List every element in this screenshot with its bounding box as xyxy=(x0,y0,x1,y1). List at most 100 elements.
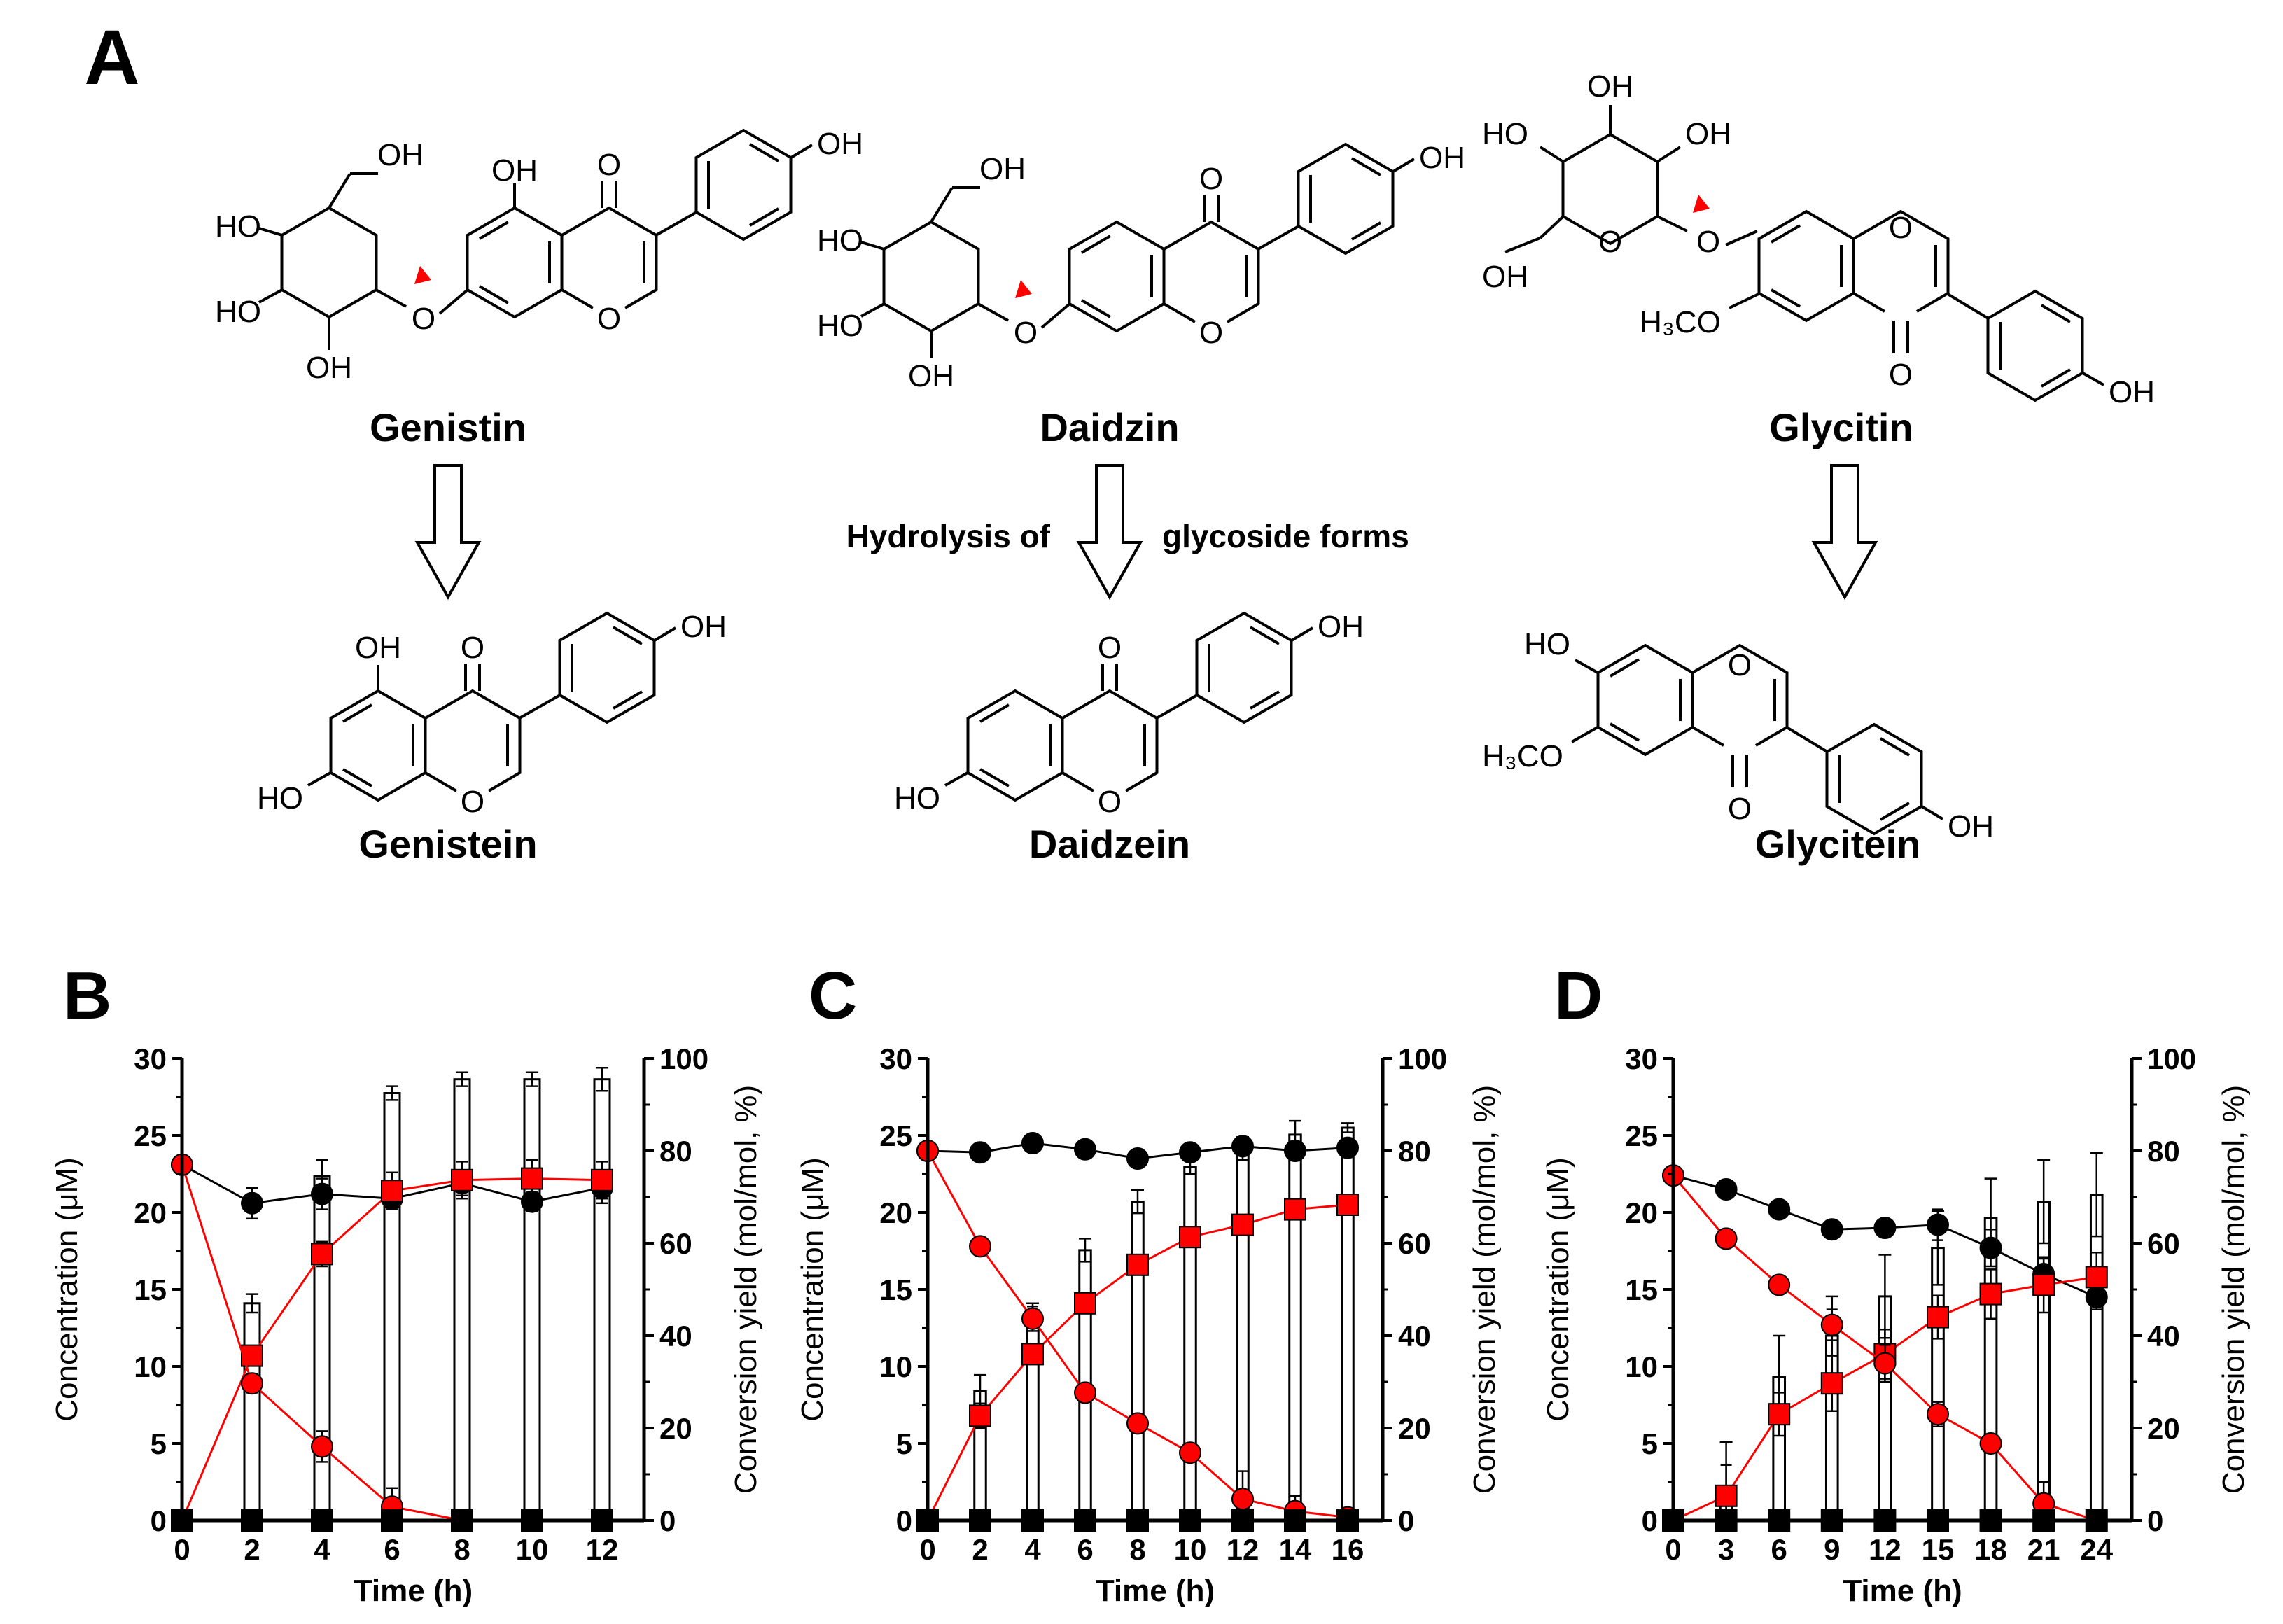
x-tick-label: 15 xyxy=(1922,1533,1955,1566)
atom-label: OH xyxy=(306,351,352,385)
x-tick-label: 10 xyxy=(1174,1533,1207,1566)
y-tick-label: 15 xyxy=(1625,1273,1658,1306)
x-tick-label: 0 xyxy=(919,1533,935,1566)
bond xyxy=(1656,146,1682,163)
bond xyxy=(2082,372,2104,386)
bond xyxy=(1920,805,1944,820)
data-point xyxy=(1336,1136,1359,1159)
x-tick-label: 2 xyxy=(244,1533,260,1566)
data-point xyxy=(1074,1292,1096,1315)
chromone-core xyxy=(1596,644,1789,756)
bond xyxy=(790,144,814,159)
data-point xyxy=(1231,1213,1254,1236)
molecule-name: Daidzein xyxy=(1029,822,1190,866)
data-point xyxy=(1979,1236,2002,1259)
x-tick-label: 8 xyxy=(1129,1533,1145,1566)
bond xyxy=(977,302,1009,322)
x-tick-label: 12 xyxy=(1869,1533,1901,1566)
atom-label: O xyxy=(461,631,484,665)
atom-label: O xyxy=(1098,631,1122,665)
bond xyxy=(1290,626,1314,642)
phenol-ring xyxy=(694,129,793,241)
y2-tick-label: 20 xyxy=(659,1412,692,1445)
panel-label: D xyxy=(1554,958,1603,1033)
atom-label: HO xyxy=(817,309,863,343)
y2-tick-label: 60 xyxy=(659,1227,692,1260)
x-tick-label: 6 xyxy=(384,1533,400,1566)
y2-tick-label: 80 xyxy=(2147,1135,2180,1168)
y-tick-label: 10 xyxy=(134,1350,167,1383)
y-axis-label: Concentration (μM) xyxy=(1541,1157,1575,1421)
data-point xyxy=(311,1435,333,1458)
x-tick-label: 14 xyxy=(1279,1533,1312,1566)
atom-label: HO xyxy=(1482,117,1528,151)
x-axis-label: Time (h) xyxy=(1096,1574,1215,1608)
atom-label: OH xyxy=(1948,809,1994,844)
y2-tick-label: 100 xyxy=(659,1042,708,1075)
bond xyxy=(258,227,283,237)
bond xyxy=(1575,659,1598,674)
atom-label: HO xyxy=(894,781,940,816)
bond xyxy=(1539,146,1565,163)
y2-axis-label: Conversion yield (mol/mol, %) xyxy=(1467,1085,1502,1494)
bar xyxy=(243,1302,261,1522)
bond xyxy=(328,172,351,209)
data-point xyxy=(241,1191,263,1214)
atom-label: O xyxy=(1728,648,1752,682)
atom-label: OH xyxy=(1685,117,1731,151)
down-arrow-icon xyxy=(414,464,482,601)
atom-label: O xyxy=(597,302,621,336)
data-point xyxy=(1926,1213,1949,1236)
bar xyxy=(1026,1309,1040,1522)
x-tick-label: 6 xyxy=(1077,1533,1093,1566)
data-point xyxy=(1979,1432,2002,1455)
data-point xyxy=(1768,1198,1791,1221)
y-tick-label: 10 xyxy=(879,1350,912,1383)
bond xyxy=(860,302,885,318)
bond xyxy=(1725,230,1758,246)
molecule-name: Glycitin xyxy=(1769,405,1913,449)
chromone-core xyxy=(466,206,658,318)
bond xyxy=(653,626,677,642)
atom-label: H₃CO xyxy=(1640,305,1721,340)
x-tick-label: 4 xyxy=(314,1533,330,1566)
data-point xyxy=(1231,1488,1254,1511)
y-tick-label: 15 xyxy=(134,1273,167,1306)
atom-label: OH xyxy=(1318,610,1364,644)
x-tick-label: 0 xyxy=(174,1533,190,1566)
bar xyxy=(1236,1147,1250,1522)
data-point xyxy=(1768,1273,1791,1296)
bar xyxy=(1931,1247,1945,1522)
x-tick-label: 3 xyxy=(1718,1533,1734,1566)
down-arrow-icon xyxy=(1811,464,1878,601)
atom-label: OH xyxy=(491,153,538,188)
panel-label: B xyxy=(63,958,111,1033)
y2-tick-label: 80 xyxy=(1398,1135,1431,1168)
x-tick-label: 4 xyxy=(1024,1533,1041,1566)
bond xyxy=(1656,215,1688,232)
atom-label: O xyxy=(597,148,621,182)
atom-label: HO xyxy=(817,223,863,258)
data-point xyxy=(2085,1266,2108,1289)
bond xyxy=(519,694,561,720)
cleavage-site-icon xyxy=(414,266,431,284)
x-tick-label: 0 xyxy=(1665,1533,1681,1566)
atom-label: H₃CO xyxy=(1482,739,1563,774)
cleavage-site-icon xyxy=(1693,195,1710,213)
y2-tick-label: 0 xyxy=(659,1504,676,1537)
data-point xyxy=(1926,1403,1949,1426)
data-point xyxy=(1126,1412,1149,1435)
y-tick-label: 20 xyxy=(879,1196,912,1229)
data-point xyxy=(1179,1226,1201,1249)
bar xyxy=(1288,1133,1302,1522)
atom-label: O xyxy=(1696,225,1720,259)
bar xyxy=(2037,1200,2051,1522)
atom-label: O xyxy=(1598,225,1622,259)
atom-label: O xyxy=(461,785,484,819)
chromone-core xyxy=(1068,220,1260,332)
y2-tick-label: 0 xyxy=(2147,1504,2163,1537)
y-tick-label: 15 xyxy=(879,1273,912,1306)
